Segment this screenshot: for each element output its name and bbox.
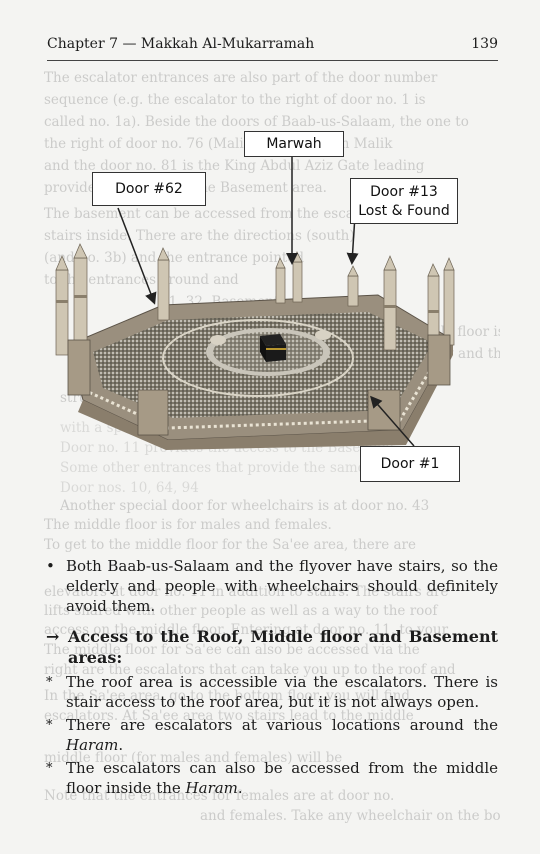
ghost-line: To get to the middle floor for the Sa'ee… <box>44 537 416 553</box>
ghost-line: to the entrances around and <box>44 272 239 288</box>
marwah-label: Marwah <box>244 131 344 157</box>
asterisk-icon: * <box>46 761 53 776</box>
list-item: * The escalators can also be accessed fr… <box>46 759 498 797</box>
ghost-line: and the door no. 81 is the King Abdul Az… <box>44 158 425 174</box>
ghost-line: The middle floor is for males and female… <box>44 517 332 533</box>
ghost-line: right are the escalators that can take y… <box>44 662 456 678</box>
ghost-line: In the Sa'ee area, go to the bottom floo… <box>44 688 410 704</box>
ghost-line: sequence (e.g. the escalator to the righ… <box>44 92 426 108</box>
section-heading: → Access to the Roof, Middle floor and B… <box>46 627 498 667</box>
door1-label: Door #1 <box>360 446 460 482</box>
ghost-line: Another special door for wheelchairs is … <box>60 498 430 514</box>
list-item: * There are escalators at various locati… <box>46 716 498 754</box>
ghost-line: escalators. At Sa'ee area two stairs lea… <box>44 708 414 724</box>
door13-label: Door #13 Lost & Found <box>350 178 458 224</box>
ghost-line: Some other entrances that provide the sa… <box>60 460 415 476</box>
door62-label: Door #62 <box>92 172 206 206</box>
ghost-line: Door nos. 10, 64, 94 <box>60 480 199 496</box>
page-number: 139 <box>471 36 498 52</box>
asterisk-icon: * <box>46 675 53 690</box>
haram-3d-illustration <box>55 243 455 450</box>
ghost-line: called no. 1a). Beside the doors of Baab… <box>44 114 469 130</box>
bullet-text: Both Baab-us-Salaam and the flyover have… <box>66 557 498 615</box>
ghost-line: middle floor (for males and females) wil… <box>44 750 343 766</box>
door62-arrow <box>117 207 157 305</box>
ghost-line: lifts shared with other people as well a… <box>44 603 438 619</box>
ghost-line: elevators at door no. 11 in addition to … <box>44 584 449 600</box>
arrow-right-icon: → <box>46 627 60 646</box>
ghost-line: access on the middle floor. Entering at … <box>44 622 449 638</box>
bullet-icon: • <box>46 557 55 575</box>
asterisk-list: * The roof area is accessible via the es… <box>46 672 498 801</box>
ghost-line: and females. Take any wheelchair on the … <box>200 808 500 824</box>
ghost-line: (and no. 3b) and the entrance pointed <box>44 250 304 266</box>
header-rule <box>47 60 498 61</box>
asterisk-icon: * <box>46 718 53 733</box>
ghost-line: stairs inside. There are the directions … <box>44 228 355 244</box>
page-header: Chapter 7 — Makkah Al-Mukarramah 139 <box>47 36 498 58</box>
door1-arrow <box>370 395 415 447</box>
ghost-line: The basement can be accessed from the es… <box>44 206 423 222</box>
ghost-line: The middle floor for Sa'ee can also be a… <box>44 642 420 658</box>
bullet-paragraph: • Both Baab-us-Salaam and the flyover ha… <box>46 556 498 616</box>
ghost-line: Note that the entrances for females are … <box>44 788 395 804</box>
ghost-line: The escalator entrances are also part of… <box>44 70 438 86</box>
chapter-title: Chapter 7 — Makkah Al-Mukarramah <box>47 36 315 52</box>
list-item: * The roof area is accessible via the es… <box>46 673 498 711</box>
